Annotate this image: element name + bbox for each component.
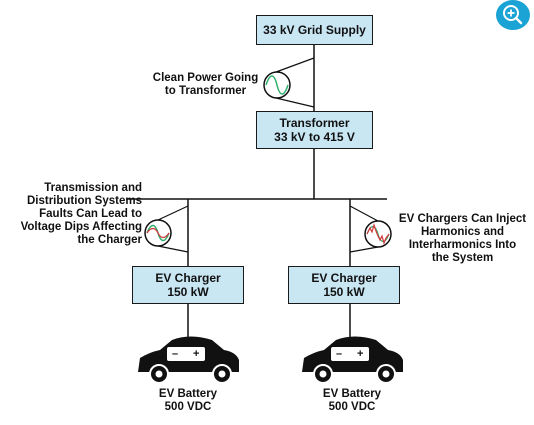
fault-note-line: the Charger bbox=[77, 234, 142, 246]
fault-note-line: Voltage Dips Affecting bbox=[20, 221, 142, 233]
battery-voltage: 500 VDC bbox=[328, 401, 376, 413]
transformer-title: Transformer bbox=[279, 116, 350, 130]
harmonic-wave-callout bbox=[349, 205, 392, 253]
zoom-button[interactable] bbox=[496, 0, 530, 30]
battery-name: EV Battery bbox=[322, 388, 382, 400]
fault-note-line: Transmission and bbox=[44, 182, 142, 194]
clean-power-line: Clean Power Going bbox=[152, 72, 259, 84]
clean-power-label: Clean Power Going to Transformer bbox=[148, 72, 263, 98]
harmonics-note-line: the System bbox=[431, 252, 494, 264]
harmonics-note-line: EV Chargers Can Inject bbox=[398, 213, 527, 225]
ev-car-icon bbox=[302, 336, 403, 384]
fault-note-line: Distribution Systems bbox=[26, 195, 142, 207]
battery-label: EV Battery 500 VDC bbox=[302, 388, 402, 414]
fault-note-line: Faults Can Lead to bbox=[39, 208, 142, 220]
charger-power: 150 kW bbox=[323, 285, 365, 299]
charger-title: EV Charger bbox=[155, 271, 221, 285]
battery-plus-symbol: + bbox=[193, 348, 200, 360]
battery-minus-symbol: – bbox=[336, 348, 343, 360]
ev-charger-box: EV Charger 150 kW bbox=[288, 266, 400, 304]
battery-name: EV Battery bbox=[158, 388, 218, 400]
ev-charger-box: EV Charger 150 kW bbox=[132, 266, 244, 304]
charger-title: EV Charger bbox=[311, 271, 377, 285]
transformer-box: Transformer 33 kV to 415 V bbox=[256, 111, 373, 149]
ev-car-icon bbox=[138, 336, 239, 384]
battery-minus-symbol: – bbox=[172, 348, 179, 360]
grid-supply-box: 33 kV Grid Supply bbox=[256, 15, 373, 45]
battery-label: EV Battery 500 VDC bbox=[138, 388, 238, 414]
grid-supply-label: 33 kV Grid Supply bbox=[263, 23, 366, 37]
harmonics-note: EV Chargers Can Inject Harmonics and Int… bbox=[395, 213, 530, 265]
clean-power-line: to Transformer bbox=[164, 85, 247, 97]
harmonics-note-line: Harmonics and bbox=[420, 226, 505, 238]
harmonics-note-line: Interharmonics Into bbox=[408, 239, 517, 251]
transformer-ratio: 33 kV to 415 V bbox=[274, 130, 355, 144]
battery-voltage: 500 VDC bbox=[164, 401, 212, 413]
dip-wave-callout bbox=[144, 205, 189, 253]
zoom-in-icon bbox=[503, 5, 523, 25]
battery-plus-symbol: + bbox=[357, 348, 364, 360]
fault-note: Transmission and Distribution Systems Fa… bbox=[4, 182, 142, 247]
clean-wave-callout bbox=[263, 57, 315, 108]
charger-power: 150 kW bbox=[167, 285, 209, 299]
